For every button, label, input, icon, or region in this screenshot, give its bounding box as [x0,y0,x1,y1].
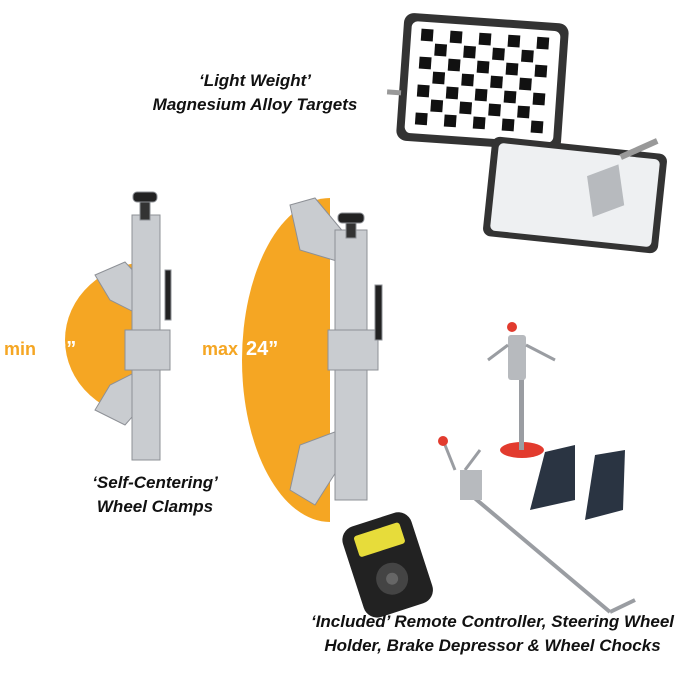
checker-square [463,45,476,59]
large-wheel-clamp [289,197,383,506]
small-wheel-clamp [94,191,172,461]
checker-square [501,118,515,132]
checker-square [445,86,459,100]
targets-caption: ‘Light Weight’ Magnesium Alloy Targets [125,69,385,117]
checker-square [517,105,530,119]
checker-square [447,58,461,72]
checker-square [474,88,488,102]
clamps-caption: ‘Self-Centering’ Wheel Clamps [70,471,240,519]
steering-wheel-holder [487,322,556,458]
checkerboard-target [386,13,569,151]
checker-square [505,62,519,76]
checker-square [420,28,434,42]
checker-square [478,32,492,46]
checker-square [443,114,457,128]
checker-square [416,84,430,98]
checker-square [532,92,546,106]
checker-square [530,120,544,134]
checker-square [519,77,532,91]
checker-square [418,56,432,70]
min-size-label: min 12” [4,338,76,361]
included-caption: ‘Included’ Remote Controller, Steering W… [300,610,685,658]
checker-square [536,36,550,50]
wheel-chock [530,445,575,510]
checker-square [461,73,475,87]
checker-square [521,49,534,63]
back-target [483,136,667,254]
caption-line: ‘Included’ Remote Controller, Steering W… [310,612,675,631]
max-label: max [202,339,239,359]
min-label: min [4,339,37,359]
caption-line: Magnesium Alloy Targets [152,95,358,114]
wheel-chock [585,450,625,520]
max-value: 24” [246,338,279,360]
caption-line: Holder, Brake Depressor & Wheel Chocks [324,636,661,655]
checker-square [472,116,486,130]
checker-square [492,47,505,61]
checker-square [476,60,490,74]
checker-square [434,43,448,57]
min-value: 12” [44,338,77,360]
checker-square [507,34,521,48]
caption-line: Wheel Clamps [96,497,214,516]
checker-square [503,90,517,104]
checker-square [414,112,428,126]
remote-controller [342,512,433,618]
max-size-label: max 24” [202,338,278,361]
checker-square [459,101,473,115]
caption-line: ‘Self-Centering’ [92,473,218,492]
max-size-disc [242,198,330,522]
checker-square [430,99,444,113]
checker-square [449,30,463,44]
brake-depressor [438,436,636,614]
checker-square [534,64,548,78]
checker-square [488,103,501,117]
caption-line: ‘Light Weight’ [198,71,312,90]
checker-square [490,75,503,89]
checker-square [432,71,446,85]
